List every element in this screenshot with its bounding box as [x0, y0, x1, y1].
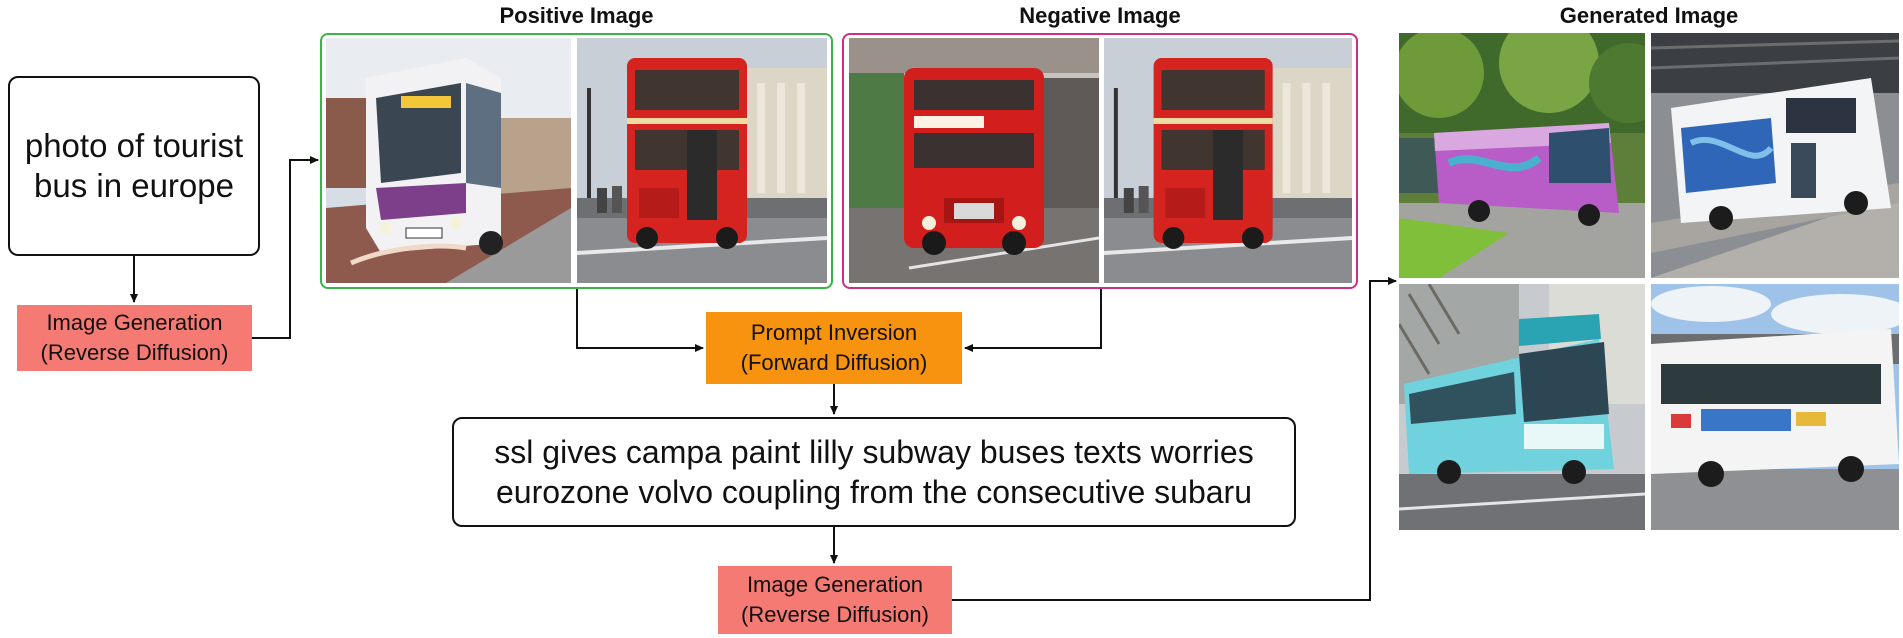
- prompt-inversion-box: Prompt Inversion (Forward Diffusion): [706, 312, 962, 384]
- negative-photo-2: [1104, 38, 1352, 283]
- positive-photo-1: [326, 38, 571, 283]
- prompt-line-2: bus in europe: [34, 167, 234, 204]
- inverted-prompt-line-2: eurozone volvo coupling from the consecu…: [496, 474, 1252, 510]
- positive-image-frame: [320, 33, 833, 289]
- generated-photo-1: [1399, 33, 1645, 278]
- prompt-line-1: photo of tourist: [24, 127, 244, 164]
- prompt-inversion-line-1: Prompt Inversion: [750, 320, 918, 345]
- arrow-generation-to-positive: [252, 156, 319, 339]
- image-generation-left-line-1: Image Generation: [46, 310, 223, 335]
- image-generation-bottom-line-2: (Reverse Diffusion): [741, 602, 929, 627]
- positive-photo-2: [577, 38, 827, 283]
- positive-image-title: Positive Image: [499, 3, 654, 28]
- negative-photo-1: [849, 38, 1099, 283]
- inverted-prompt-line-1: ssl gives campa paint lilly subway buses…: [494, 434, 1254, 470]
- image-generation-box-bottom: Image Generation (Reverse Diffusion): [718, 566, 952, 634]
- arrow-negative-to-inversion: [964, 289, 1102, 352]
- negative-image-title: Negative Image: [1019, 3, 1181, 28]
- arrow-positive-to-inversion: [576, 289, 704, 352]
- text-prompt-box: photo of tourist bus in europe: [8, 76, 260, 256]
- prompt-inversion-line-2: (Forward Diffusion): [740, 350, 928, 375]
- generated-photo-2: [1651, 33, 1899, 278]
- inverted-prompt-box: ssl gives campa paint lilly subway buses…: [452, 417, 1296, 527]
- generated-photo-4: [1651, 284, 1899, 530]
- image-generation-box-left: Image Generation (Reverse Diffusion): [17, 305, 252, 371]
- generated-photo-3: [1399, 284, 1645, 530]
- image-generation-bottom-line-1: Image Generation: [746, 572, 924, 597]
- image-generation-left-line-2: (Reverse Diffusion): [40, 340, 229, 365]
- generated-image-title: Generated Image: [1559, 3, 1739, 28]
